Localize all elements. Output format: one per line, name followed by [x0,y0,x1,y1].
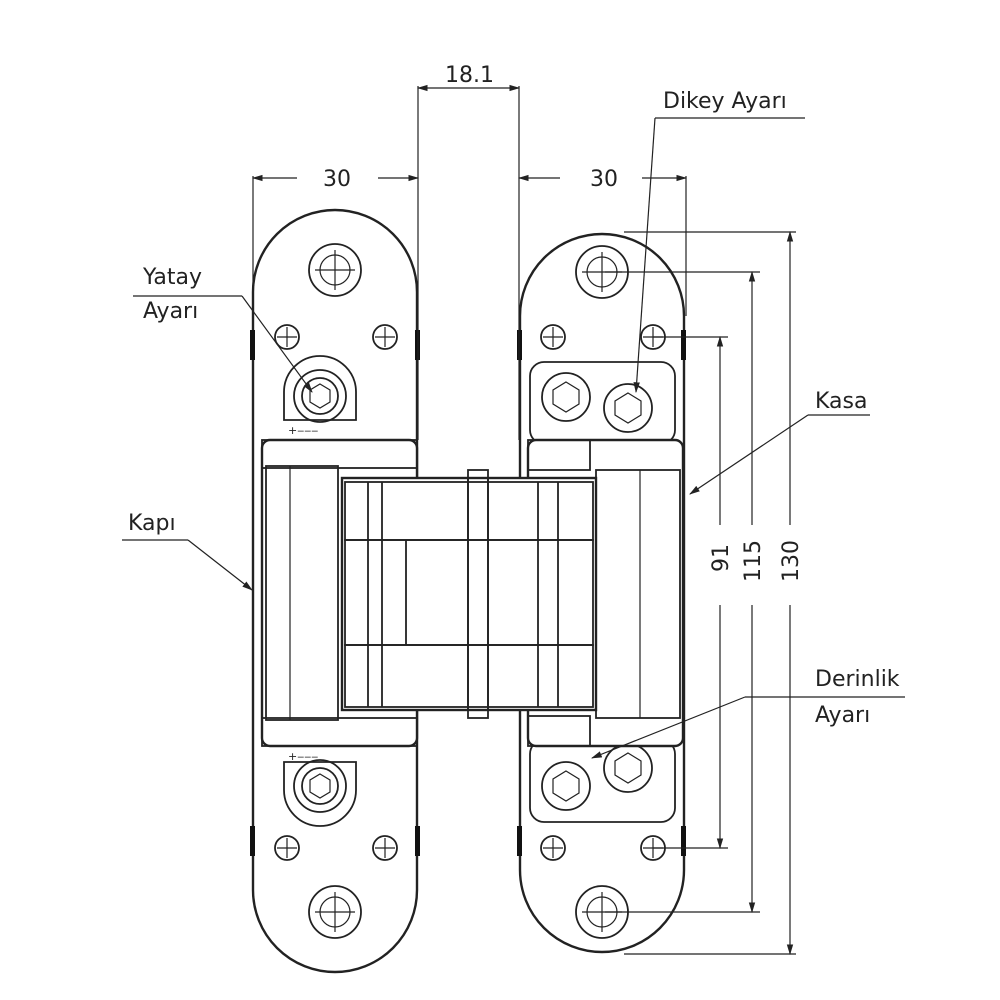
door-small-screw-icon [274,324,398,861]
dim-left-width: 30 [323,167,351,192]
label-dikey-ayari: Dikey Ayarı [663,89,787,114]
label-kapi: Kapı [128,511,176,536]
label-derinlik-line1: Derinlik [815,667,900,692]
dim-right-width: 30 [590,167,618,192]
label-kasa: Kasa [815,389,867,414]
dim-h-mid: 115 [741,540,766,582]
hinge-body [260,438,685,748]
dim-h-inner: 91 [709,544,734,572]
label-yatay-line1: Yatay [142,265,202,290]
label-derinlik-line2: Ayarı [815,703,870,728]
dimension-lines [251,84,796,956]
leader-lines [122,117,905,759]
door-top-screw-icon [308,243,362,297]
svg-text:+‒‒‒: +‒‒‒ [288,750,318,763]
dim-gap: 18.1 [445,63,494,88]
horizontal-adjust-screw-bottom-icon: +‒‒‒ [283,750,357,827]
dim-h-total: 130 [779,540,804,582]
svg-text:+‒‒‒: +‒‒‒ [288,424,318,437]
horizontal-adjust-screw-icon: +‒‒‒ [283,355,357,437]
label-yatay-line2: Ayarı [143,299,198,324]
door-bottom-screw-icon [308,885,362,939]
